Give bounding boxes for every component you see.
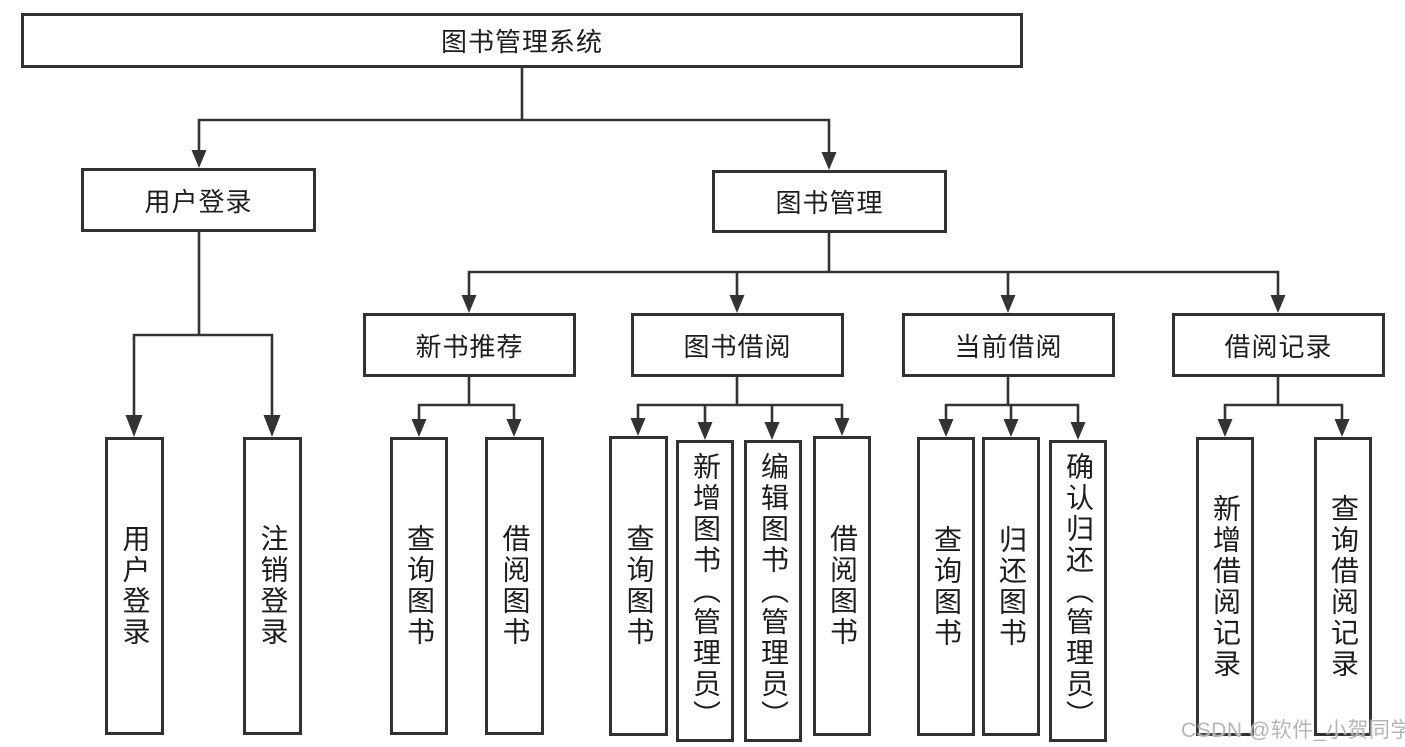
node-book-management: 图书管理 [712,170,947,233]
node-new-book-recommend: 新书推荐 [363,313,576,377]
node-query-books-2-label: 查询图书 [623,524,655,648]
node-query-borrow-record: 查询借阅记录 [1314,437,1372,736]
node-borrow-records-label: 借阅记录 [1224,331,1333,362]
node-current-borrow: 当前借阅 [902,313,1115,377]
node-confirm-return-admin: 确认归还（管理员） [1049,440,1107,742]
node-borrow-books-2-label: 借阅图书 [827,524,858,648]
node-borrow-books-2: 借阅图书 [813,436,871,736]
node-edit-book-admin: 编辑图书（管理员） [744,440,802,742]
node-add-book-admin: 新增图书（管理员） [676,440,734,742]
node-new-book-recommend-label: 新书推荐 [415,331,524,362]
node-root-label: 图书管理系统 [440,27,603,57]
node-add-borrow-record-label: 新增借阅记录 [1210,493,1241,680]
node-book-management-label: 图书管理 [775,188,884,218]
node-query-borrow-record-label: 查询借阅记录 [1328,493,1359,680]
node-confirm-return-admin-label: 确认归还（管理员） [1063,451,1094,731]
node-logout: 注销登录 [243,437,302,735]
csdn-watermark: CSDN @软件_小贺同学 [1181,719,1405,742]
node-root: 图书管理系统 [21,13,1023,68]
node-book-borrow-label: 图书借阅 [683,331,792,362]
node-add-borrow-record: 新增借阅记录 [1196,437,1254,736]
node-user-login-label: 用户登录 [144,186,253,217]
node-borrow-records: 借阅记录 [1172,313,1385,377]
node-borrow-books-1: 借阅图书 [485,437,544,735]
node-book-borrow: 图书借阅 [631,313,844,377]
node-logout-label: 注销登录 [257,524,289,648]
node-query-books-1: 查询图书 [390,437,448,735]
node-query-books-2: 查询图书 [609,436,668,736]
node-query-books-3-label: 查询图书 [931,524,962,649]
node-query-books-3: 查询图书 [917,437,975,736]
node-query-books-1-label: 查询图书 [404,524,435,648]
arrowheads [125,150,1350,440]
node-borrow-books-1-label: 借阅图书 [499,524,531,648]
node-return-book: 归还图书 [982,437,1040,736]
node-add-book-admin-label: 新增图书（管理员） [690,451,721,731]
node-user-login: 用户登录 [81,168,316,232]
node-return-book-label: 归还图书 [996,524,1027,649]
node-user-login-leaf: 用户登录 [105,437,164,735]
node-edit-book-admin-label: 编辑图书（管理员） [758,451,789,731]
node-user-login-leaf-label: 用户登录 [119,524,151,648]
node-current-borrow-label: 当前借阅 [954,331,1063,362]
